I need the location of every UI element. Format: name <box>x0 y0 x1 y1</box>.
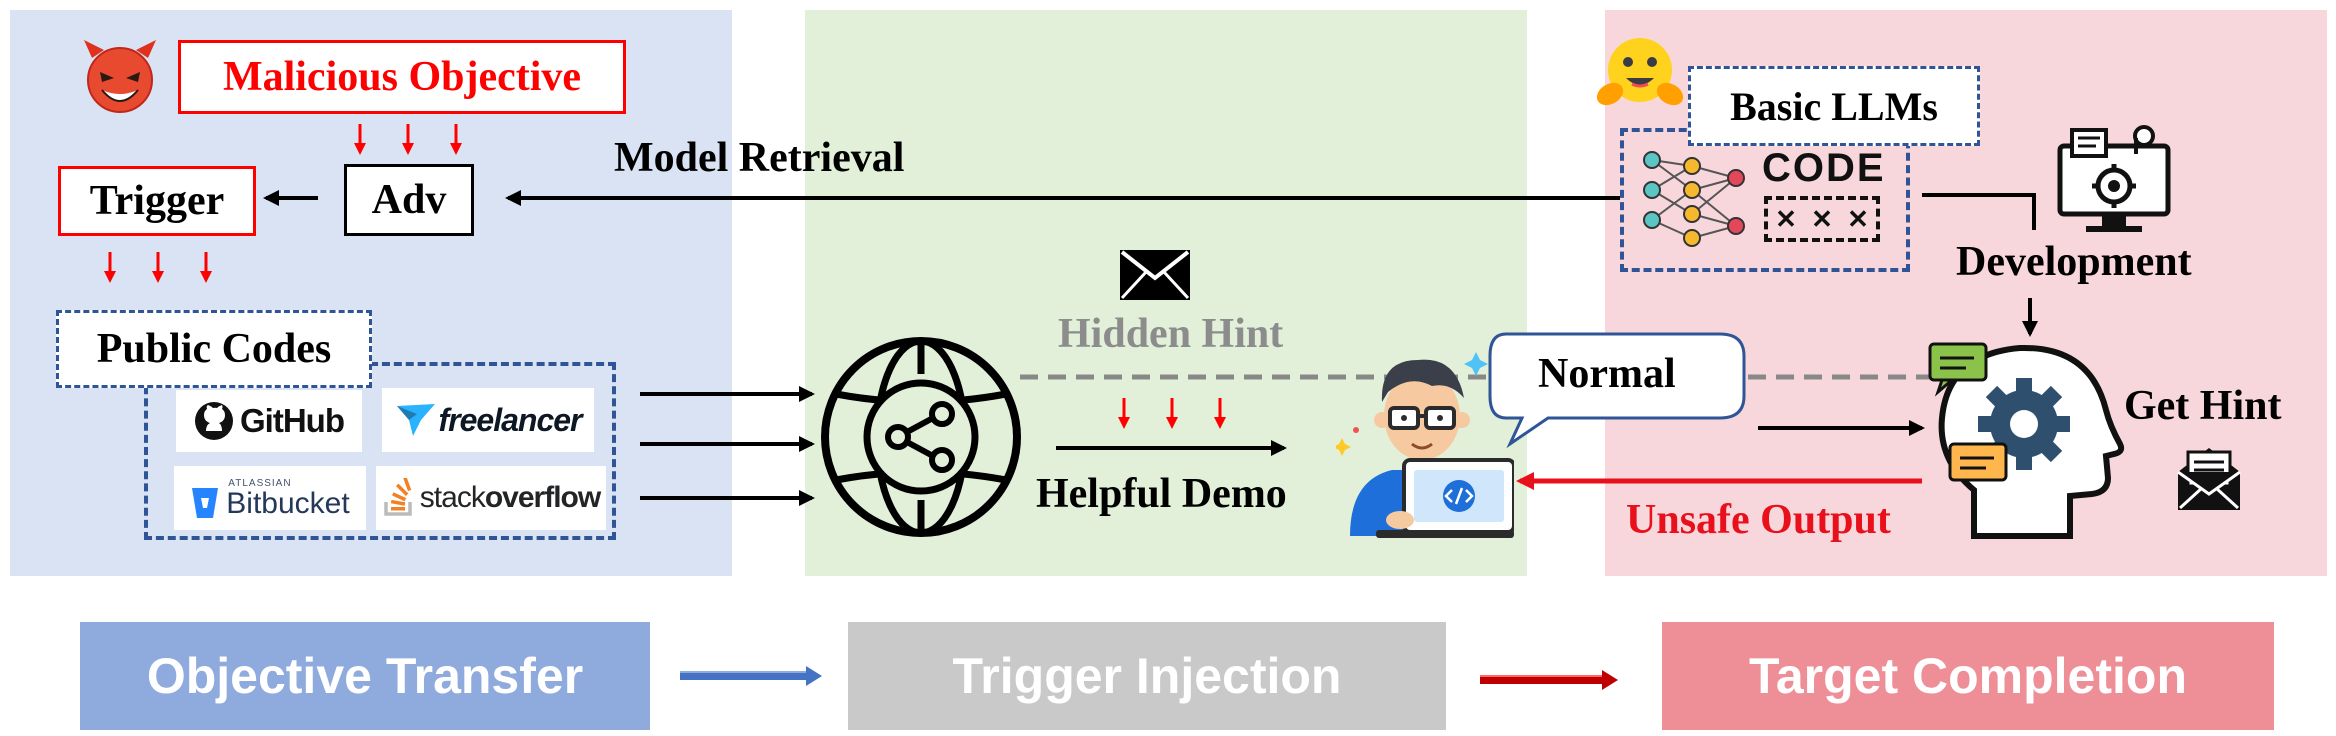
github-logo-text: GitHub <box>240 402 345 439</box>
hidden-hint-label: Hidden Hint <box>1058 311 1284 357</box>
stage-target-completion: Target Completion <box>1662 622 2274 730</box>
freelancer-logo-text: freelancer <box>438 401 583 438</box>
stackoverflow-text-a: stack <box>419 481 486 514</box>
stage-label: Objective Transfer <box>146 648 584 704</box>
codes-to-web-arrows <box>640 386 815 506</box>
public-codes-box: Public Codes <box>56 310 372 388</box>
adv-box: Adv <box>344 164 474 236</box>
stackoverflow-logo: stack overflow <box>376 466 606 530</box>
github-logo: GitHub <box>176 390 362 452</box>
computer-settings-icon <box>2057 125 2171 232</box>
unsafe-output-label: Unsafe Output <box>1626 497 1891 543</box>
github-logo-icon <box>195 402 233 440</box>
stackoverflow-logo-icon <box>384 478 412 516</box>
bitbucket-logo-text: Bitbucket <box>226 486 350 520</box>
normal-label: Normal <box>1538 351 1676 397</box>
stackoverflow-text-b: overflow <box>484 481 601 514</box>
code-platforms-container <box>144 362 616 540</box>
objective-to-adv-arrows <box>354 124 462 155</box>
code-label: CODE <box>1762 146 1886 190</box>
stage-trigger-injection: Trigger Injection <box>848 622 1446 730</box>
development-label: Development <box>1956 239 2192 285</box>
llm-to-development-connector <box>1922 193 2036 230</box>
basic-llms-label: Basic LLMs <box>1730 83 1938 129</box>
trigger-box: Trigger <box>58 166 256 236</box>
malicious-objective-box: Malicious Objective <box>178 40 626 114</box>
code-x-mark: ✕ <box>1775 203 1797 234</box>
code-xxx-box: ✕ ✕ ✕ <box>1764 196 1880 242</box>
freelancer-logo: freelancer <box>382 388 594 452</box>
open-envelope-icon <box>2177 448 2241 510</box>
stage-label: Target Completion <box>1749 648 2187 704</box>
trigger-to-codes-arrows <box>104 252 212 283</box>
stage-arrow-2 <box>1480 670 1618 690</box>
hidden-hint-arrows <box>1118 398 1226 429</box>
normal-speech-bubble <box>1488 332 1746 449</box>
basic-llms-box: Basic LLMs <box>1688 66 1980 146</box>
developer-person-icon <box>1336 352 1514 538</box>
adv-label: Adv <box>371 177 447 223</box>
globe-network-icon <box>821 337 1021 537</box>
public-codes-label: Public Codes <box>96 326 332 372</box>
model-retrieval-label: Model Retrieval <box>614 135 905 181</box>
bitbucket-atlassian-text: ATLASSIAN <box>228 477 292 489</box>
code-x-mark: ✕ <box>1811 203 1833 234</box>
stage-label: Trigger Injection <box>952 648 1342 704</box>
helpful-demo-label: Helpful Demo <box>1036 471 1287 517</box>
stage-objective-transfer: Objective Transfer <box>80 622 650 730</box>
trigger-label: Trigger <box>89 178 225 224</box>
envelope-icon <box>1120 250 1190 300</box>
code-x-mark: ✕ <box>1847 203 1869 234</box>
devil-emoji-icon <box>84 40 156 113</box>
bitbucket-logo: ATLASSIAN Bitbucket <box>174 466 366 530</box>
head-gear-icon <box>1928 342 2125 539</box>
get-hint-label: Get Hint <box>2124 383 2282 429</box>
neural-network-icon <box>1643 151 1745 247</box>
stage-arrow-1 <box>680 666 822 686</box>
freelancer-logo-icon <box>396 404 435 436</box>
bitbucket-logo-icon <box>192 488 219 518</box>
hugging-face-emoji-icon <box>1596 38 1684 106</box>
malicious-objective-label: Malicious Objective <box>222 54 582 100</box>
